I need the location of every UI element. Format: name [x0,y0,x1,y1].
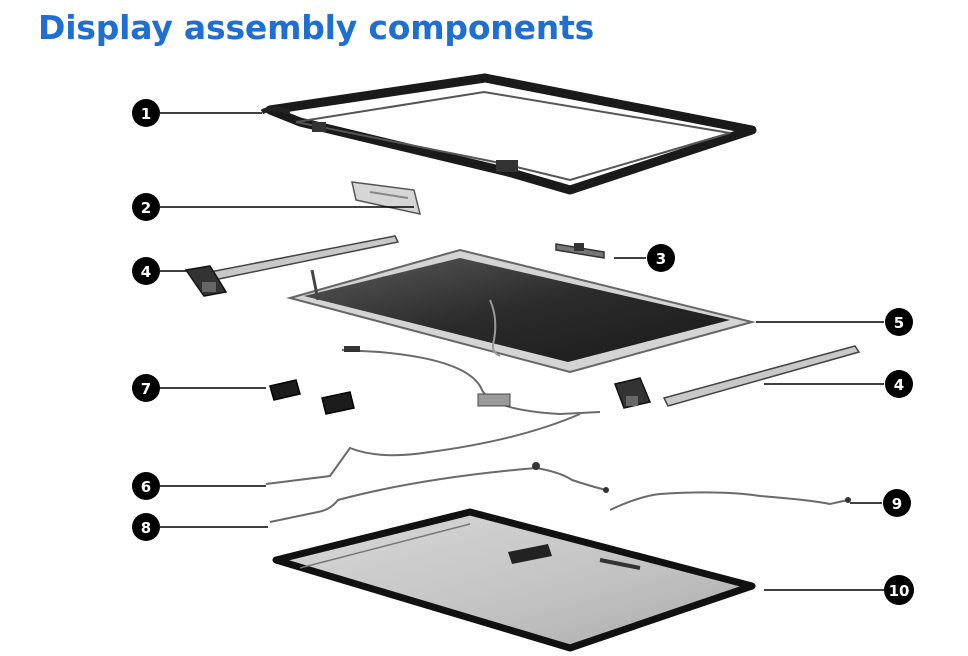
display-bezel [260,73,757,195]
callout-9: 9 [883,489,911,517]
webcam-module [555,243,605,259]
callout-3-label: 3 [656,250,666,268]
callout-5-label: 5 [894,314,904,332]
display-inverter [351,181,422,215]
callout-3: 3 [647,244,675,272]
hinge-covers [269,379,355,415]
display-back-cover [272,508,756,652]
callout-1-label: 1 [141,105,151,123]
page-title: Display assembly components [38,8,595,47]
callout-8-label: 8 [141,519,151,537]
leader-lines [160,112,884,591]
callout-10: 10 [884,575,914,605]
callout-4-left-label: 4 [141,263,151,281]
callout-5: 5 [885,308,913,336]
display-cable [265,346,601,485]
display-hinge-left [184,235,400,297]
callout-7-label: 7 [141,380,151,398]
callout-7: 7 [132,374,160,402]
callout-4-right: 4 [885,370,913,398]
callout-6: 6 [132,472,160,500]
callout-8: 8 [132,513,160,541]
callout-6-label: 6 [141,478,151,496]
callout-9-label: 9 [892,495,902,513]
callout-4-right-label: 4 [894,376,904,394]
callout-4-left: 4 [132,257,160,285]
callout-10-label: 10 [889,582,910,600]
callout-2: 2 [132,193,160,221]
lcd-panel [286,248,756,374]
callout-1: 1 [132,99,160,127]
wireless-antenna-right [609,491,851,511]
display-hinge-right [613,345,861,409]
wireless-antenna-left [269,462,609,523]
callout-2-label: 2 [141,199,151,217]
